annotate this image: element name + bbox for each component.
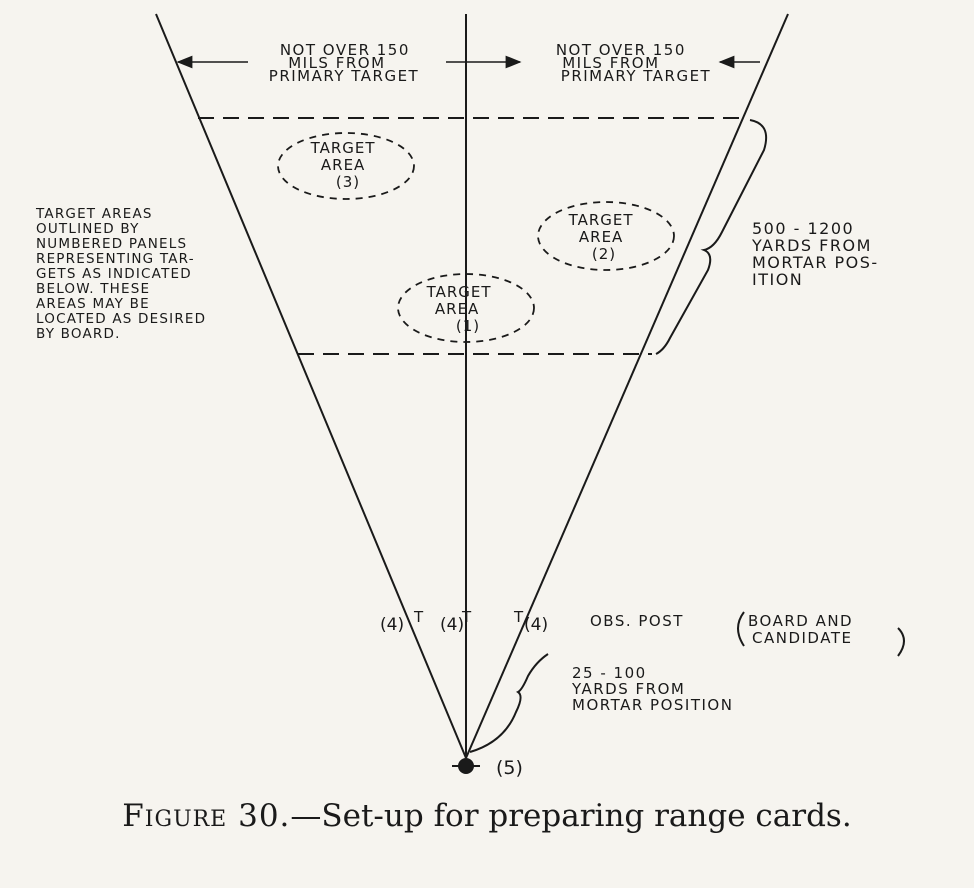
range-card-diagram: NOT OVER 150 MILS FROM PRIMARY TARGET NO… [35,13,905,779]
target-area-1-outline [397,273,535,343]
right-fan-line [465,13,789,759]
target-area-2-label: TARGET AREA (2) [568,211,640,263]
marker-t-center: T [461,608,472,626]
figure-number: Figure 30. [122,798,291,834]
obs-range-brace [469,653,549,753]
marker-t-left: T [413,608,424,626]
target-area-3-label: TARGET AREA (3) [310,139,382,191]
left-fan-line [155,13,467,759]
obs-post-close-paren [897,627,905,657]
figure-caption-text: —Set-up for preparing range cards. [290,798,852,834]
figure-caption: Figure 30.—Set-up for preparing range ca… [0,798,974,834]
obs-post-open-paren [737,611,745,647]
mortar-position-label: (5) [496,757,523,779]
target-area-1-label: TARGET AREA (1) [426,283,498,335]
marker-right: (4) [524,615,548,635]
range-label: 500 - 1200 YARDS FROM MORTAR POS- ITION [751,219,885,289]
target-area-2-outline [537,201,675,271]
right-bound-label: NOT OVER 150 MILS FROM PRIMARY TARGET [556,41,711,85]
target-area-3-outline [277,132,415,200]
mortar-position-dot [458,758,474,774]
obs-range-label: 25 - 100 YARDS FROM MORTAR POSITION [571,664,733,714]
left-bound-label: NOT OVER 150 MILS FROM PRIMARY TARGET [269,41,419,85]
obs-post-board: BOARD AND [748,612,853,630]
target-areas-note: TARGET AREAS OUTLINED BY NUMBERED PANELS… [35,206,212,342]
marker-t-right: T [513,608,524,626]
obs-post-label: OBS. POST [590,612,684,630]
marker-left: (4) [380,615,404,635]
range-brace [655,119,768,355]
marker-center: (4) [440,615,464,635]
obs-post-candidate: CANDIDATE [752,629,852,647]
